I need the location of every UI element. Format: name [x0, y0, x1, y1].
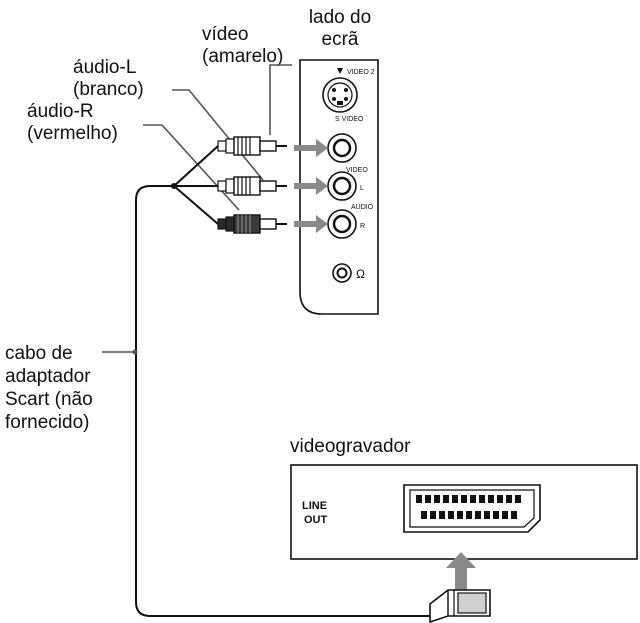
side-label-line1: lado do [309, 7, 371, 28]
triangle-down-icon [337, 68, 343, 74]
audio-r-label-line1: áudio-R [27, 101, 94, 122]
arrow-to-vcr [446, 552, 476, 592]
video-label-line1: vídeo [202, 24, 248, 45]
cable-label-line2: adaptador [5, 366, 91, 387]
side-label-line2: ecrã [322, 29, 359, 50]
vcr-label: videogravador [290, 436, 411, 457]
cable-leader-dot [132, 349, 138, 355]
line-out-label-2: OUT [304, 514, 328, 526]
arrow-video [294, 139, 328, 157]
audio-r-label-line2: (vermelho) [27, 123, 118, 144]
cable-label-line1: cabo de [5, 343, 73, 364]
video-label-line2: (amarelo) [202, 46, 283, 67]
line-out-label-1: LINE [302, 500, 327, 512]
vcr-panel: LINE OUT [290, 464, 638, 560]
audio-l-leader [172, 89, 264, 181]
connection-arrows [294, 139, 328, 233]
audio-l-label-line2: (branco) [73, 79, 144, 100]
l-label: L [360, 185, 364, 192]
audio-r-plug [217, 214, 287, 234]
audio-label: AUDIO [351, 204, 374, 211]
audio-l-label-line1: áudio-L [73, 57, 136, 78]
scart-plug [429, 589, 491, 623]
cable-label-line4: fornecido) [5, 412, 90, 433]
video-plug [217, 136, 287, 156]
svideo-label: S VIDEO [335, 116, 364, 123]
headphone-icon: Ω [356, 267, 365, 281]
arrow-audio-r [294, 215, 328, 233]
video2-label: VIDEO 2 [347, 69, 375, 76]
video-jack-label: VIDEO [346, 167, 368, 174]
cable-junction [171, 183, 177, 189]
adapter-cable [135, 145, 430, 617]
cable-label-line3: Scart (não [5, 389, 93, 410]
video-leader [269, 64, 292, 135]
audio-r-leader [143, 124, 240, 211]
scart-pins [416, 495, 521, 519]
r-label: R [360, 223, 365, 230]
screen-side-panel: VIDEO 2 S VIDEO VIDEO L AUDIO R Ω [299, 59, 379, 315]
audio-l-plug [217, 176, 287, 196]
arrow-audio-l [294, 177, 328, 195]
